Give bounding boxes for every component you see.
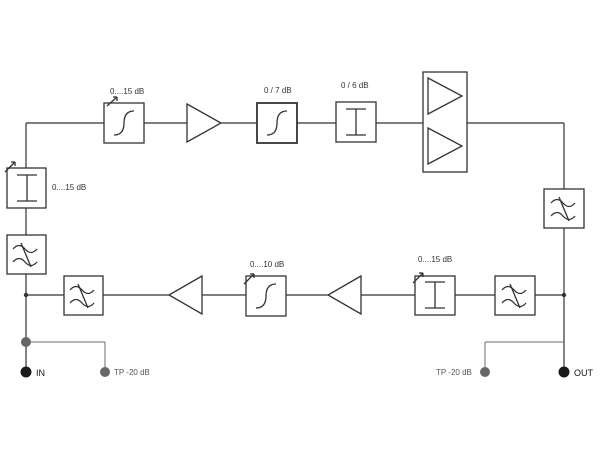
diplex-filter-left [6,234,47,275]
label-att-top-left: 0....15 dB [110,87,144,96]
amplifier-top-1 [186,102,223,144]
in-port [20,366,32,378]
out-port-label: OUT [574,368,594,378]
diplex-filter-bottom-left [63,275,104,316]
variable-equalizer-bottom-right [412,272,456,316]
dual-amplifier-module [422,71,468,173]
tp-right-label: TP -20 dB [436,368,472,377]
label-att-left: 0....15 dB [52,183,86,192]
tp-left-label: TP -20 dB [114,368,150,377]
label-att-bottom-mid: 0....10 dB [250,260,284,269]
diplex-filter-right [543,188,585,229]
tp-right-dot [480,367,490,377]
out-port [558,366,570,378]
tp-left-dot [100,367,110,377]
attenuator-top-mid [256,102,298,144]
label-att-top-right: 0 / 6 dB [341,81,369,90]
label-att-top-mid: 0 / 7 dB [264,86,292,95]
variable-attenuator-bottom-mid [243,273,287,317]
junction-right [561,292,567,298]
test-point-right-wiring [484,341,564,372]
test-point-left-wiring [21,337,106,372]
variable-attenuator-top-left [103,96,145,144]
junction-left [23,292,29,298]
signal-wires [25,122,565,372]
variable-equalizer-left [4,161,47,209]
amplifier-bottom-1 [167,274,203,316]
amplifier-bottom-2 [326,274,362,316]
equalizer-top-right [335,101,377,143]
in-port-label: IN [36,368,45,378]
label-att-bottom-right: 0....15 dB [418,255,452,264]
diplex-filter-bottom-right [494,275,536,316]
